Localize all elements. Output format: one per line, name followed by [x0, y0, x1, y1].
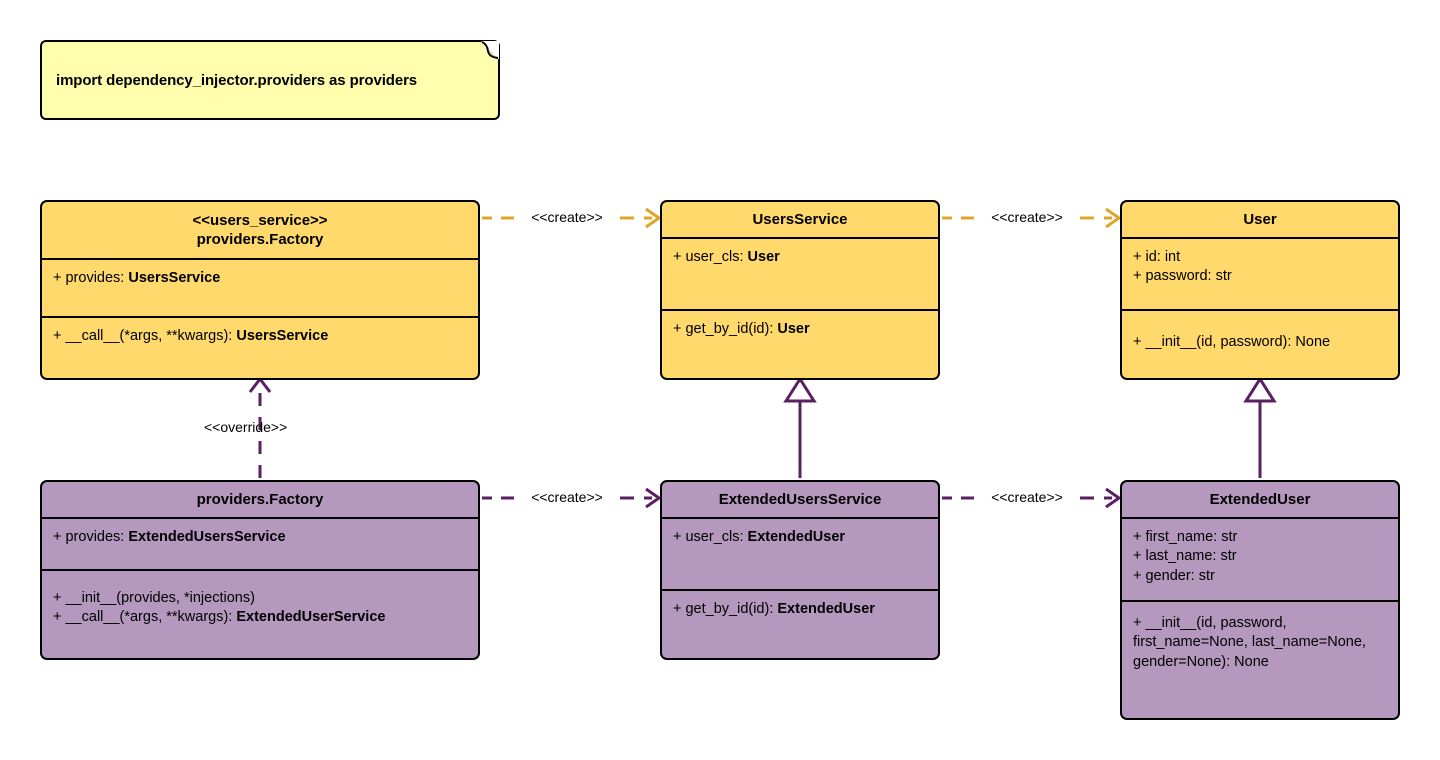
- class-methods-extended-factory: + __init__(provides, *injections) + __ca…: [42, 571, 478, 658]
- class-box-extended-user[interactable]: ExtendedUser + first_name: str + last_na…: [1120, 480, 1400, 720]
- attribute-row: + password: str: [1133, 268, 1232, 285]
- class-box-extended-users-service[interactable]: ExtendedUsersService + user_cls: Extende…: [660, 480, 940, 660]
- connector-inherit-users-service: [783, 376, 817, 478]
- class-stereotype: <<users_service>>: [192, 211, 328, 229]
- class-header-users-service: UsersService: [662, 202, 938, 239]
- class-methods-users-service-factory: + __call__(*args, **kwargs): UsersServic…: [42, 318, 478, 378]
- note-text: import dependency_injector.providers as …: [56, 71, 418, 89]
- class-box-extended-factory[interactable]: providers.Factory + provides: ExtendedUs…: [40, 480, 480, 660]
- method-text: + get_by_id(id):: [673, 321, 778, 337]
- method-row: + __init__(id, password): None: [1133, 334, 1331, 350]
- method-return-type: UsersService: [236, 328, 329, 344]
- class-name: providers.Factory: [196, 231, 324, 248]
- class-attributes-extended-user: + first_name: str + last_name: str + gen…: [1122, 519, 1398, 602]
- connector-label-create-top-right: <<create>>: [991, 209, 1063, 225]
- class-header-extended-user: ExtendedUser: [1122, 482, 1398, 519]
- class-name: ExtendedUsersService: [718, 490, 882, 508]
- attribute-row: + last_name: str: [1133, 548, 1237, 565]
- method-text: + __call__(*args, **kwargs):: [53, 328, 237, 344]
- method-row: + get_by_id(id): User: [673, 320, 927, 339]
- note-fold-icon: [481, 41, 499, 59]
- connector-inherit-user: [1243, 376, 1277, 478]
- class-methods-users-service: + get_by_id(id): User: [662, 311, 938, 378]
- class-header-extended-users-service: ExtendedUsersService: [662, 482, 938, 519]
- connector-label-create-bottom-right: <<create>>: [991, 489, 1063, 505]
- class-box-user[interactable]: User + id: int + password: str + __init_…: [1120, 200, 1400, 380]
- method-row: + __call__(*args, **kwargs): ExtendedUse…: [53, 608, 467, 627]
- attribute-row: + gender: str: [1133, 567, 1215, 584]
- class-attributes-user: + id: int + password: str: [1122, 239, 1398, 311]
- class-box-users-service-factory[interactable]: <<users_service>> providers.Factory + pr…: [40, 200, 480, 380]
- attribute-row: + provides: ExtendedUsersService: [53, 528, 467, 547]
- attribute-row: + user_cls: ExtendedUser: [673, 528, 927, 547]
- attribute-row: + first_name: str: [1133, 529, 1238, 545]
- class-name: User: [1243, 210, 1277, 228]
- attribute-text: + provides:: [53, 270, 129, 286]
- attribute-type: UsersService: [128, 270, 221, 286]
- method-return-type: ExtendedUserService: [236, 609, 386, 626]
- attribute-type: ExtendedUsersService: [128, 529, 286, 545]
- class-header-extended-factory: providers.Factory: [42, 482, 478, 519]
- class-attributes-users-service-factory: + provides: UsersService: [42, 260, 478, 318]
- method-text: + get_by_id(id):: [673, 601, 778, 617]
- note-box: import dependency_injector.providers as …: [40, 40, 500, 120]
- class-attributes-users-service: + user_cls: User: [662, 239, 938, 311]
- method-return-type: User: [777, 321, 810, 337]
- attribute-text: + user_cls:: [673, 529, 748, 545]
- method-text: + __call__(*args, **kwargs):: [53, 609, 237, 626]
- connector-label-create-bottom-left: <<create>>: [531, 489, 603, 505]
- class-header-users-service-factory: <<users_service>> providers.Factory: [42, 202, 478, 260]
- method-row: + get_by_id(id): ExtendedUser: [673, 600, 927, 619]
- class-name: ExtendedUser: [1209, 490, 1311, 508]
- attribute-text: + user_cls:: [673, 249, 748, 265]
- connector-label-create-top-left: <<create>>: [531, 209, 603, 225]
- class-header-user: User: [1122, 202, 1398, 239]
- method-row: + __init__(provides, *injections): [53, 590, 255, 606]
- class-methods-extended-user: + __init__(id, password, first_name=None…: [1122, 602, 1398, 718]
- attribute-text: + provides:: [53, 529, 129, 545]
- attribute-row: + provides: UsersService: [53, 269, 467, 288]
- class-name: providers.Factory: [196, 490, 324, 508]
- method-row: + __init__(id, password, first_name=None…: [1133, 615, 1366, 670]
- method-return-type: ExtendedUser: [777, 601, 875, 617]
- class-attributes-extended-factory: + provides: ExtendedUsersService: [42, 519, 478, 571]
- class-attributes-extended-users-service: + user_cls: ExtendedUser: [662, 519, 938, 591]
- attribute-type: ExtendedUser: [747, 529, 846, 545]
- attribute-row: + user_cls: User: [673, 248, 927, 267]
- class-name: UsersService: [752, 210, 848, 228]
- class-methods-extended-users-service: + get_by_id(id): ExtendedUser: [662, 591, 938, 658]
- attribute-type: User: [747, 249, 780, 265]
- class-methods-user: + __init__(id, password): None: [1122, 311, 1398, 378]
- method-row: + __call__(*args, **kwargs): UsersServic…: [53, 327, 467, 346]
- connector-label-override: <<override>>: [204, 419, 288, 435]
- class-box-users-service[interactable]: UsersService + user_cls: User + get_by_i…: [660, 200, 940, 380]
- attribute-row: + id: int: [1133, 249, 1181, 265]
